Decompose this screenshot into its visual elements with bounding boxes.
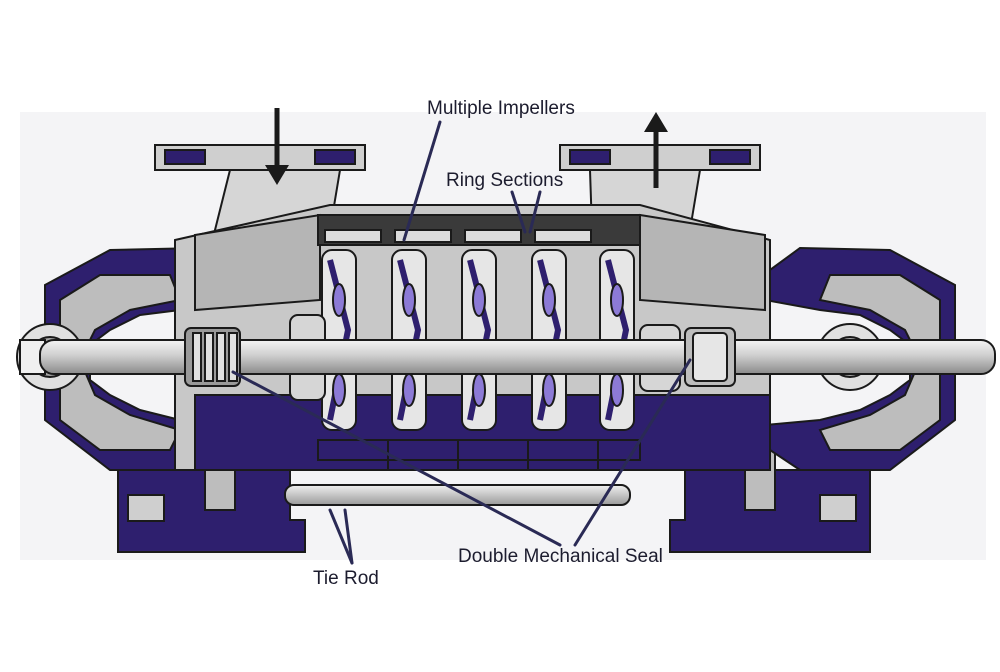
tie-rod [284, 484, 631, 506]
leader-ring-sections-2 [528, 190, 542, 234]
label-multiple-impellers: Multiple Impellers [427, 98, 575, 119]
label-double-mechanical-seal: Double Mechanical Seal [458, 546, 663, 567]
leader-seal-right [573, 358, 692, 547]
leader-tie-rod-2 [343, 508, 354, 565]
impeller-stage-1 [321, 249, 357, 431]
arrow-down-icon [265, 108, 289, 185]
leader-lines [231, 120, 692, 565]
pump-shaft [39, 339, 996, 375]
base-casing [117, 439, 871, 553]
label-ring-sections: Ring Sections [446, 170, 564, 191]
impeller-stage-3 [461, 249, 497, 431]
leader-seal-left [231, 370, 562, 547]
leader-ring-sections-1 [510, 190, 527, 234]
arrow-up-icon [644, 112, 668, 188]
mechanical-seal-right [684, 327, 736, 387]
ring-sections [317, 214, 641, 470]
leader-tie-rod-1 [328, 508, 354, 565]
label-tie-rod: Tie Rod [313, 568, 379, 589]
leader-multiple-impellers [402, 120, 442, 242]
mechanical-seal-left [184, 327, 241, 387]
